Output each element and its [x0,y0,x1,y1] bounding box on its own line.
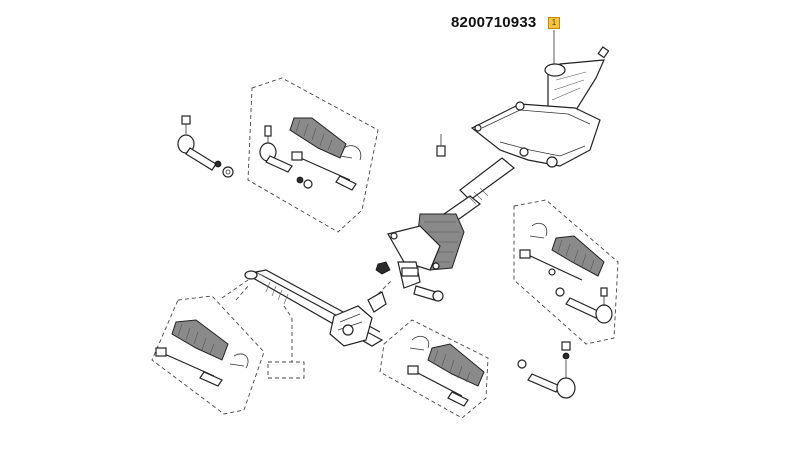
bellows-right [551,235,605,277]
inner-tie-rod-lower-left [155,347,223,387]
steering-column[interactable] [387,30,610,289]
tie-rod-end-inner-left [259,125,293,173]
inner-tie-rod-right [519,249,583,281]
tie-rod-end-inner-right [565,287,613,324]
kit-box-lower-right[interactable] [379,319,489,419]
tie-rod-end-outer-right[interactable] [517,341,576,399]
inner-tie-rod-lower-right [407,365,469,407]
part-number-label: 8200710933 [451,14,537,31]
kit-box-right[interactable] [513,199,619,345]
kit-box-lower-left[interactable] [151,279,265,415]
callout-marker[interactable]: 1 [548,17,560,29]
u-joint-bolt [413,285,444,302]
inner-tie-rod-upper-left [291,151,357,191]
kit-box-upper-left[interactable] [247,77,379,233]
bellows-lower-right [427,343,485,387]
empty-label-box [267,361,305,379]
clip-upper-left [339,145,362,161]
bracket-bolt [436,134,446,157]
clip-lower-right [409,335,430,351]
clamp-nut [375,261,391,275]
bellows-upper-left [289,117,347,159]
steering-rack[interactable] [244,269,393,347]
clip-lower-left [229,353,249,369]
tie-rod-end-outer-left[interactable] [177,115,234,178]
clip-right [529,222,548,239]
bellows-lower-left [171,319,229,361]
